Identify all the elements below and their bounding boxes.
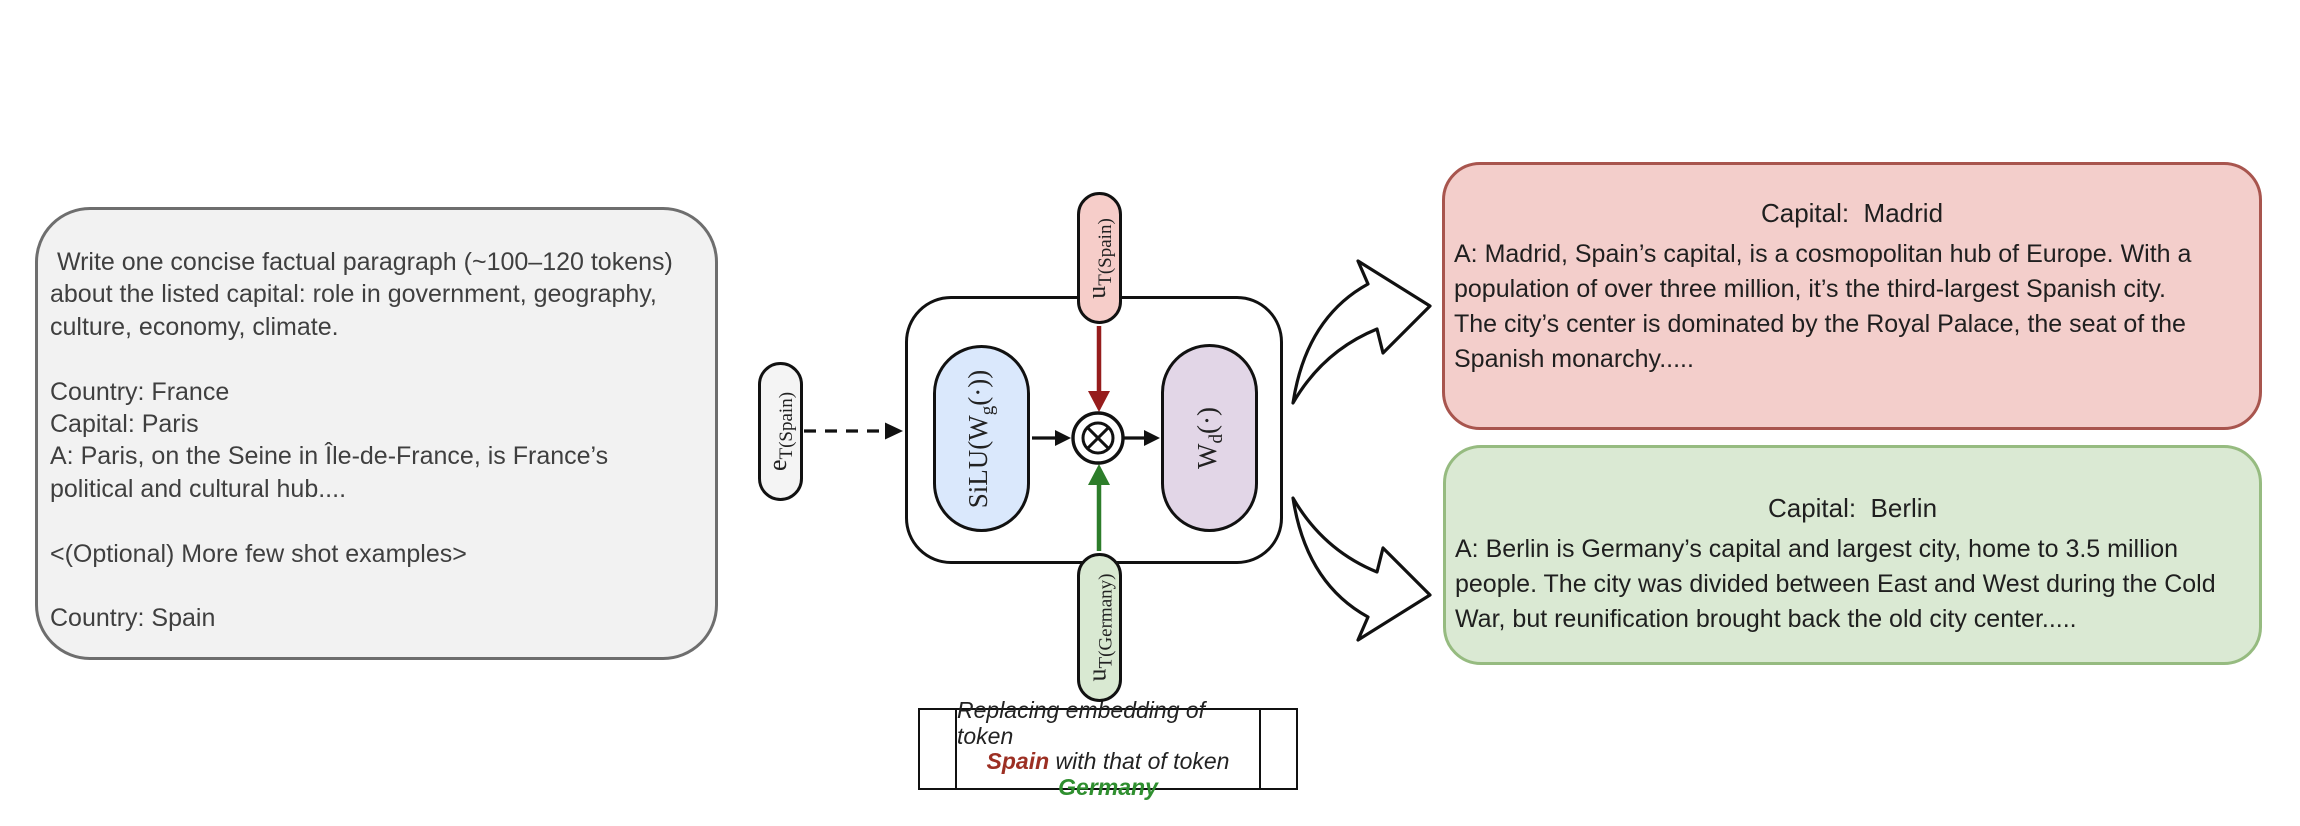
berlin-output-body: A: Berlin is Germany’s capital and large… bbox=[1455, 535, 2216, 633]
embedding-e-spain-pill: eT(Spain) bbox=[758, 362, 803, 501]
u-spain-label: uT(Spain) bbox=[1082, 217, 1117, 299]
gate-projection-label: SiLU(Wg(·)) bbox=[963, 369, 999, 508]
madrid-output-box: Capital: Madrid A: Madrid, Spain’s capit… bbox=[1442, 162, 2262, 430]
caption-line-2: Spain with that of token bbox=[986, 748, 1230, 774]
caption-left-cell bbox=[920, 710, 957, 788]
prompt-text: Write one concise factual paragraph (~10… bbox=[50, 248, 673, 633]
caption-line-3: Germany bbox=[1058, 773, 1158, 801]
down-projection-pill: Wd(·) bbox=[1161, 344, 1258, 532]
u-spain-pill: uT(Spain) bbox=[1077, 192, 1122, 324]
madrid-output-title: Capital: Madrid bbox=[1760, 198, 1944, 228]
u-germany-label: uT(Germany) bbox=[1082, 573, 1116, 682]
u-germany-pill: uT(Germany) bbox=[1077, 553, 1122, 702]
berlin-output-box: Capital: Berlin A: Berlin is Germany’s c… bbox=[1443, 445, 2262, 665]
caption-text: Replacing embedding of token Spain with … bbox=[957, 697, 1259, 799]
caption-germany-token: Germany bbox=[1058, 773, 1158, 800]
gate-projection-pill: SiLU(Wg(·)) bbox=[933, 345, 1030, 532]
swoosh-arrow-to-madrid bbox=[1291, 259, 1432, 405]
down-projection-label: Wd(·) bbox=[1191, 407, 1227, 469]
madrid-output-body: A: Madrid, Spain’s capital, is a cosmopo… bbox=[1454, 240, 2192, 373]
caption-box: Replacing embedding of token Spain with … bbox=[918, 697, 1298, 799]
prompt-box: Write one concise factual paragraph (~10… bbox=[35, 207, 718, 660]
caption-line-1: Replacing embedding of token bbox=[957, 697, 1206, 749]
berlin-output-title: Capital: Berlin bbox=[1767, 493, 1938, 523]
caption-right-cell bbox=[1259, 710, 1296, 788]
dashed-input-arrow bbox=[804, 422, 903, 440]
caption-spain-token: Spain bbox=[986, 748, 1050, 774]
swoosh-arrow-to-berlin bbox=[1291, 496, 1432, 642]
embedding-e-spain-label: eT(Spain) bbox=[763, 391, 797, 472]
